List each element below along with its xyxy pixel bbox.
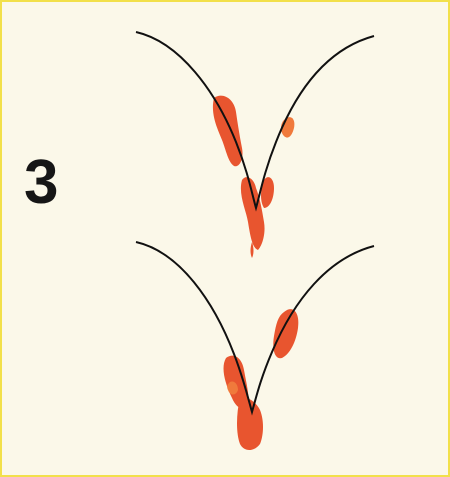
lower-v-figure <box>136 242 374 450</box>
upper-v-curve <box>136 32 374 208</box>
upper-left-blob <box>213 96 243 167</box>
upper-drip <box>251 242 254 258</box>
lower-v-curve <box>136 242 374 412</box>
upper-v-figure <box>136 32 374 258</box>
lower-right-blob <box>273 309 298 358</box>
